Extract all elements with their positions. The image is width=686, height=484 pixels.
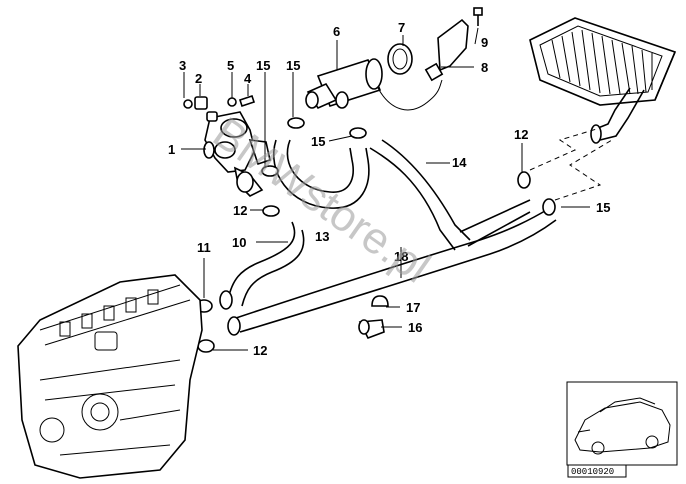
sealing-ring	[387, 43, 413, 75]
small-parts-2-5	[183, 94, 256, 122]
callout-13: 13	[315, 229, 329, 244]
bracket	[424, 18, 469, 82]
vehicle-thumbnail: 00010920	[566, 381, 678, 478]
callout-18: 18	[394, 249, 408, 264]
diagram-code: 00010920	[571, 467, 614, 477]
callout-3: 3	[179, 58, 186, 73]
callout-4: 4	[244, 71, 252, 86]
auxiliary-water-pump	[305, 58, 443, 111]
cap	[371, 295, 389, 307]
hose-14	[369, 139, 471, 251]
callout-15-a: 15	[256, 58, 270, 73]
callout-5: 5	[227, 58, 234, 73]
heater-core	[529, 17, 677, 144]
callout-11: 11	[197, 240, 211, 255]
callout-15-c: 15	[311, 134, 325, 149]
callout-17: 17	[406, 300, 420, 315]
callout-16: 16	[408, 320, 422, 335]
hose-18	[227, 199, 557, 336]
hose-10	[219, 221, 305, 310]
callout-7: 7	[398, 20, 405, 35]
leader-lines	[181, 27, 590, 351]
callout-9: 9	[481, 35, 488, 50]
callout-6: 6	[333, 24, 340, 39]
callout-labels: 3 2 5 4 15 15 1 6 7 9 8 15 12 14 15 12 1…	[168, 20, 610, 358]
callout-1: 1	[168, 142, 175, 157]
callout-2: 2	[195, 71, 202, 86]
callout-8: 8	[481, 60, 488, 75]
callout-12-a: 12	[514, 127, 528, 142]
callout-15-d: 15	[596, 200, 610, 215]
bolt	[473, 7, 483, 26]
callout-12-b: 12	[233, 203, 247, 218]
callout-14: 14	[452, 155, 467, 170]
holder-clip	[358, 319, 385, 340]
callout-12-c: 12	[253, 343, 267, 358]
engine	[17, 274, 203, 479]
callout-15-b: 15	[286, 58, 300, 73]
callout-10: 10	[232, 235, 246, 250]
